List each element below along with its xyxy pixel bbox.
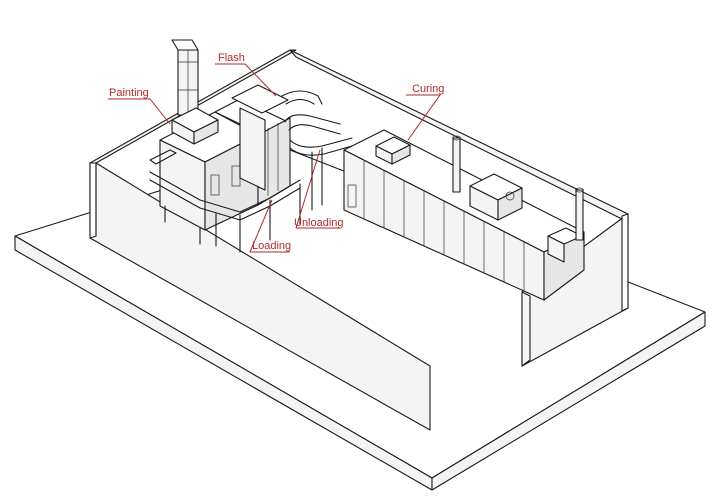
callout-painting: Painting bbox=[108, 87, 171, 125]
callout-unloading: Unloading bbox=[294, 149, 344, 229]
flash-tunnel bbox=[214, 84, 291, 206]
label-curing: Curing bbox=[412, 83, 444, 95]
label-unloading: Unloading bbox=[294, 217, 344, 229]
label-painting: Painting bbox=[109, 87, 149, 99]
callout-curing: Curing bbox=[406, 83, 444, 141]
label-flash: Flash bbox=[218, 52, 245, 64]
callout-flash: Flash bbox=[215, 52, 277, 97]
curing-oven bbox=[343, 129, 585, 301]
conveyor-loop bbox=[149, 90, 353, 253]
label-loading: Loading bbox=[252, 240, 291, 252]
callout-loading: Loading bbox=[249, 199, 291, 253]
